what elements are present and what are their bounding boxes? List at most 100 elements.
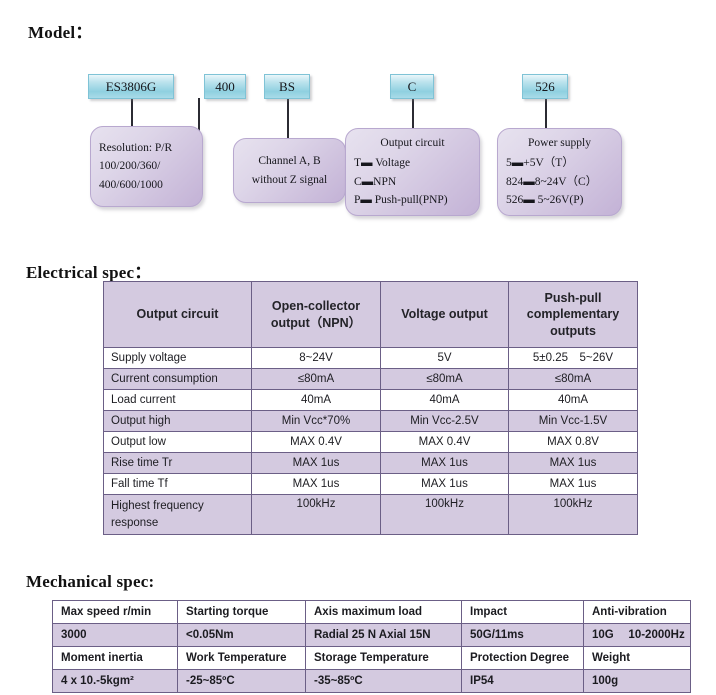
mechanical-spec-table: Max speed r/min Starting torque Axis max… xyxy=(52,600,691,693)
section-title-electrical-spec: Electrical spec： xyxy=(26,263,152,282)
row-value: Min Vcc-1.5V xyxy=(508,410,638,432)
row-value: MAX 1us xyxy=(508,452,638,474)
electrical-header-output-circuit: Output circuit xyxy=(103,281,252,348)
row-label: Output high xyxy=(103,410,252,432)
electrical-header-row: Output circuit Open-collector output（NPN… xyxy=(103,281,638,348)
row-label: Supply voltage xyxy=(103,347,252,369)
row-cell: 10G 10-2000Hz xyxy=(583,623,691,647)
row-value: 8~24V xyxy=(251,347,381,369)
row-cell: Work Temperature xyxy=(177,646,306,670)
electrical-header-output-circuit-label: Output circuit xyxy=(136,307,219,322)
row-cell: Weight xyxy=(583,646,691,670)
desc-power-title: Power supply xyxy=(528,137,591,150)
code-box-series-label: ES3806G xyxy=(105,78,157,94)
row-value: MAX 0.4V xyxy=(380,431,509,453)
electrical-header-open-collector: Open-collector output（NPN） xyxy=(251,281,381,348)
desc-resolution-line-2: 100/200/360/ xyxy=(99,160,161,173)
row-cell: Axis maximum load xyxy=(305,600,462,624)
row-value: MAX 0.4V xyxy=(251,431,381,453)
row-cell: Starting torque xyxy=(177,600,306,624)
connector-series-vertical xyxy=(131,98,133,150)
row-value: MAX 1us xyxy=(251,452,381,474)
row-cell: -25~85ºC xyxy=(177,669,306,693)
electrical-header-voltage-output-label: Voltage output xyxy=(401,307,488,322)
row-cell: 4 x 10.-5kgm² xyxy=(52,669,178,693)
connector-output-vertical xyxy=(412,98,414,133)
row-label-line-2: response xyxy=(111,517,159,530)
desc-box-output-circuit[interactable]: Output circuit T▬ Voltage C▬NPN P▬ Push-… xyxy=(345,128,480,216)
row-cell: Moment inertia xyxy=(52,646,178,670)
row-cell: 50G/11ms xyxy=(461,623,584,647)
row-cell: Radial 25 N Axial 15N xyxy=(305,623,462,647)
row-label: Rise time Tr xyxy=(103,452,252,474)
code-box-series[interactable]: ES3806G xyxy=(88,74,174,99)
row-value: MAX 1us xyxy=(251,473,381,495)
table-row: 3000 <0.05Nm Radial 25 N Axial 15N 50G/1… xyxy=(52,623,691,647)
electrical-header-open-collector-line-2: output（NPN） xyxy=(270,315,362,330)
electrical-header-push-pull-line-3: outputs xyxy=(550,323,596,338)
table-row: Output low MAX 0.4V MAX 0.4V MAX 0.8V xyxy=(103,431,638,453)
desc-power-line-2: 824▬8~24V（C） xyxy=(506,175,598,188)
row-cell: <0.05Nm xyxy=(177,623,306,647)
code-box-output-circuit-label: C xyxy=(407,78,417,94)
electrical-header-push-pull-line-1: Push-pull xyxy=(544,291,602,306)
row-label: Output low xyxy=(103,431,252,453)
desc-power-line-3: 526▬ 5~26V(P) xyxy=(506,194,584,207)
table-row: Fall time Tf MAX 1us MAX 1us MAX 1us xyxy=(103,473,638,495)
desc-output-line-1: T▬ Voltage xyxy=(354,156,411,169)
row-value: MAX 0.8V xyxy=(508,431,638,453)
row-value: MAX 1us xyxy=(380,473,509,495)
row-cell: IP54 xyxy=(461,669,584,693)
electrical-spec-table: Output circuit Open-collector output（NPN… xyxy=(103,281,638,535)
row-cell: Anti-vibration xyxy=(583,600,691,624)
desc-resolution-line-3: 400/600/1000 xyxy=(99,178,163,191)
code-box-resolution-label: 400 xyxy=(215,78,235,94)
row-value: 100kHz xyxy=(251,494,381,535)
table-row: Output high Min Vcc*70% Min Vcc-2.5V Min… xyxy=(103,410,638,432)
row-value: MAX 1us xyxy=(380,452,509,474)
table-row: Moment inertia Work Temperature Storage … xyxy=(52,646,691,670)
desc-box-channel[interactable]: Channel A, B without Z signal xyxy=(233,138,346,203)
electrical-header-voltage-output: Voltage output xyxy=(380,281,509,348)
code-box-power-supply-label: 526 xyxy=(535,78,555,94)
row-value: 100kHz xyxy=(508,494,638,535)
row-value: 40mA xyxy=(380,389,509,411)
row-cell: Impact xyxy=(461,600,584,624)
table-row: Highest frequency response 100kHz 100kHz… xyxy=(103,494,638,535)
desc-box-resolution[interactable]: Resolution: P/R 100/200/360/ 400/600/100… xyxy=(90,126,203,207)
desc-output-title: Output circuit xyxy=(380,137,445,150)
electrical-header-push-pull-line-2: complementary xyxy=(526,307,620,322)
electrical-header-push-pull: Push-pull complementary outputs xyxy=(508,281,638,348)
table-row: 4 x 10.-5kgm² -25~85ºC -35~85ºC IP54 100… xyxy=(52,669,691,693)
row-value: Min Vcc*70% xyxy=(251,410,381,432)
row-value: MAX 1us xyxy=(508,473,638,495)
table-row: Current consumption ≤80mA ≤80mA ≤80mA xyxy=(103,368,638,390)
desc-box-power-supply[interactable]: Power supply 5▬+5V（T） 824▬8~24V（C） 526▬ … xyxy=(497,128,622,216)
row-cell: Protection Degree xyxy=(461,646,584,670)
connector-power-vertical xyxy=(545,98,547,133)
table-row: Load current 40mA 40mA 40mA xyxy=(103,389,638,411)
row-cell: 3000 xyxy=(52,623,178,647)
desc-output-line-3: P▬ Push-pull(PNP) xyxy=(354,194,448,207)
code-box-channel[interactable]: BS xyxy=(264,74,310,99)
row-value: Min Vcc-2.5V xyxy=(380,410,509,432)
desc-channel-line-1: Channel A, B xyxy=(258,154,321,167)
row-value: 5V xyxy=(380,347,509,369)
page-title-model: Model： xyxy=(28,23,93,42)
row-value: 100kHz xyxy=(380,494,509,535)
code-box-resolution[interactable]: 400 xyxy=(204,74,246,99)
row-label: Fall time Tf xyxy=(103,473,252,495)
code-box-output-circuit[interactable]: C xyxy=(390,74,434,99)
row-cell: 100g xyxy=(583,669,691,693)
desc-resolution-line-1: Resolution: P/R xyxy=(99,141,173,154)
desc-output-line-2: C▬NPN xyxy=(354,175,397,188)
row-value: 40mA xyxy=(508,389,638,411)
row-value: ≤80mA xyxy=(380,368,509,390)
row-cell: Storage Temperature xyxy=(305,646,462,670)
row-label: Current consumption xyxy=(103,368,252,390)
code-box-power-supply[interactable]: 526 xyxy=(522,74,568,99)
desc-channel-line-2: without Z signal xyxy=(251,173,328,186)
row-cell: -35~85ºC xyxy=(305,669,462,693)
row-value: ≤80mA xyxy=(508,368,638,390)
row-value: 5±0.25 5~26V xyxy=(508,347,638,369)
